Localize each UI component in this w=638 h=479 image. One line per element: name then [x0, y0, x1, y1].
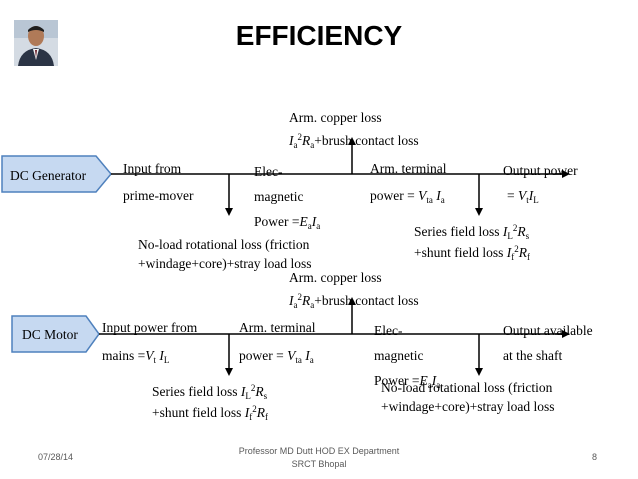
motor-copper-line2: Ia2Ra+brush contact loss: [289, 292, 419, 310]
gen-copper-line1: Arm. copper loss: [289, 110, 382, 125]
motor-em-power: Power =EaIa: [374, 373, 441, 390]
footer-author-line1: Professor MD Dutt HOD EX Department: [238, 446, 400, 456]
gen-noload-line2: +windage+core)+stray load loss: [138, 256, 312, 271]
avatar: [14, 20, 58, 66]
presenter-photo-icon: [14, 20, 58, 66]
motor-noload-line2: +windage+core)+stray load loss: [381, 399, 555, 414]
motor-field-line1: Series field loss IL2Rs: [152, 383, 268, 401]
motor-elec-line2: magnetic: [374, 348, 424, 363]
gen-input-line1: Input from: [123, 161, 182, 176]
page-number: 8: [592, 452, 598, 462]
footer-author-line2: SRCT Bhopal: [291, 459, 347, 469]
gen-input-line2: prime-mover: [123, 188, 194, 203]
motor-field-line2: +shunt field loss If2Rf: [152, 404, 268, 422]
dc-generator-shape: [1, 155, 112, 193]
gen-elec-line2: magnetic: [254, 189, 304, 204]
motor-copper-line1: Arm. copper loss: [289, 270, 382, 285]
motor-input-line1: Input power from: [102, 320, 198, 335]
gen-field-line1: Series field loss IL2Rs: [414, 223, 530, 241]
gen-elec-line1: Elec-: [254, 164, 283, 179]
gen-noload-line1: No-load rotational loss (friction: [138, 237, 310, 252]
gen-output-power: = VtIL: [507, 188, 539, 205]
dc-motor-label: DC Motor: [22, 327, 78, 342]
gen-field-line2: +shunt field loss If2Rf: [414, 244, 530, 262]
motor-terminal-line1: Arm. terminal: [239, 320, 316, 335]
motor-output-line2: at the shaft: [503, 348, 563, 363]
dc-generator-label: DC Generator: [10, 168, 87, 183]
footer-date: 07/28/14: [38, 452, 74, 462]
dc-motor-shape: [11, 315, 100, 353]
motor-output-line1: Output available: [503, 323, 593, 338]
footer-author: Professor MD Dutt HOD EX Department SRCT…: [200, 446, 438, 469]
gen-terminal-line1: Arm. terminal: [370, 161, 447, 176]
motor-elec-line1: Elec-: [374, 323, 403, 338]
gen-terminal-power: power = Vta Ia: [370, 188, 445, 205]
motor-noload-line1: No-load rotational loss (friction: [381, 380, 553, 395]
page-title: EFFICIENCY: [235, 20, 403, 51]
motor-input-line2: mains =Vt IL: [102, 348, 170, 365]
motor-terminal-power: power = Vta Ia: [239, 348, 314, 365]
gen-em-power: Power =EaIa: [254, 214, 321, 231]
gen-output-line1: Output power: [503, 163, 578, 178]
gen-copper-line2: Ia2Ra+brush contact loss: [289, 132, 419, 150]
